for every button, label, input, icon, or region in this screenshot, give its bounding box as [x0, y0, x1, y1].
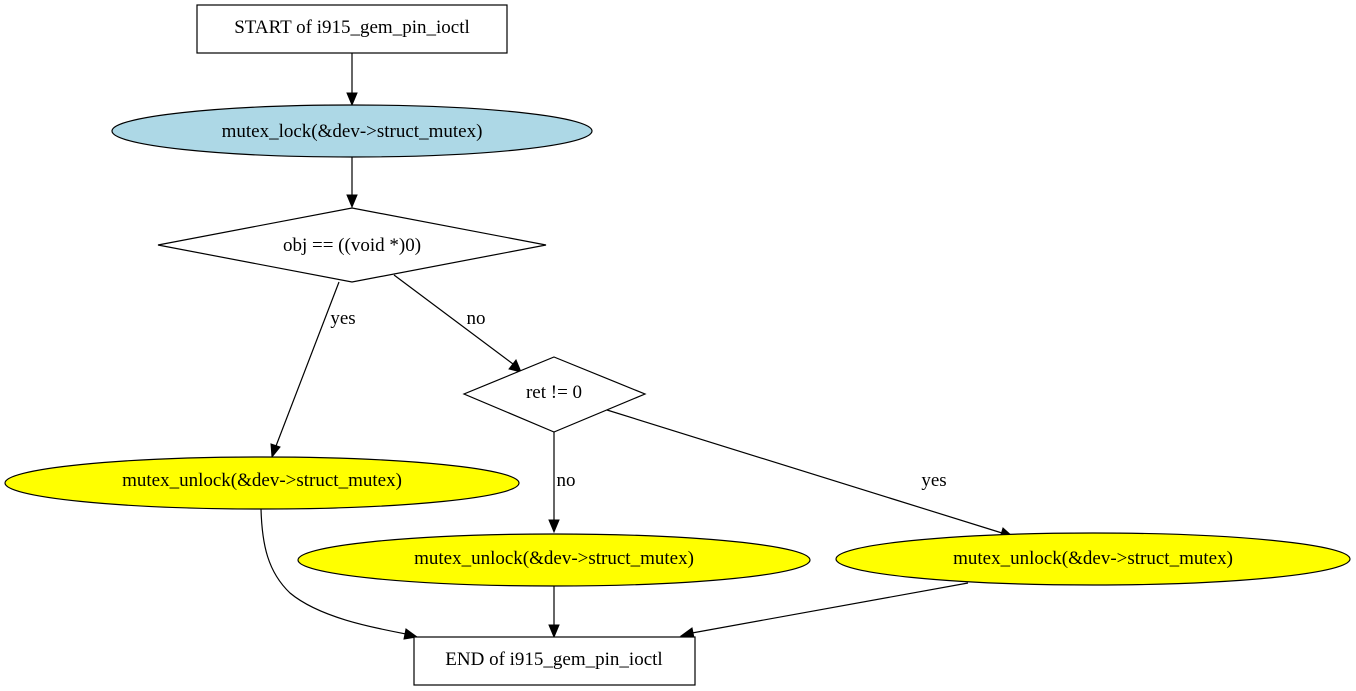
edge-condition-ret-yes: [606, 409, 1003, 534]
condition-obj-label: obj == ((void *)0): [283, 235, 421, 256]
edge-unlock-a-to-end: [260, 508, 407, 635]
unlock-a-label: mutex_unlock(&dev->struct_mutex): [122, 470, 402, 491]
condition-ret-label: ret != 0: [526, 382, 582, 403]
end-label: END of i915_gem_pin_ioctl: [445, 649, 662, 670]
arrowhead: [346, 194, 358, 209]
condition-ret-diamond: [462, 356, 647, 433]
unlock-b-ellipse: [297, 533, 811, 587]
node-end: END of i915_gem_pin_ioctl: [413, 636, 696, 686]
unlock-a-ellipse: [4, 456, 520, 510]
node-unlock-b: mutex_unlock(&dev->struct_mutex): [297, 533, 811, 587]
edge-unlock-c-to-end: [691, 582, 969, 634]
edge-labels: yes no no yes: [330, 308, 946, 491]
start-label: START of i915_gem_pin_ioctl: [234, 17, 470, 38]
edge-condition-obj-yes: [275, 281, 340, 447]
edge-label-obj-yes: yes: [330, 308, 355, 329]
arrowhead: [270, 443, 281, 459]
unlock-c-ellipse: [835, 532, 1351, 586]
arrowhead: [508, 359, 522, 373]
edge-label-ret-no: no: [557, 470, 576, 491]
edge-condition-obj-no: [393, 274, 514, 365]
edge-label-ret-yes: yes: [921, 470, 946, 491]
node-condition-obj: obj == ((void *)0): [157, 207, 547, 283]
arrowhead: [346, 92, 358, 107]
condition-obj-diamond: [157, 207, 547, 283]
unlock-b-label: mutex_unlock(&dev->struct_mutex): [414, 548, 694, 569]
edge-label-obj-no: no: [467, 308, 486, 329]
unlock-c-label: mutex_unlock(&dev->struct_mutex): [953, 548, 1233, 569]
mutex-lock-ellipse: [111, 104, 593, 158]
node-unlock-c: mutex_unlock(&dev->struct_mutex): [835, 532, 1351, 586]
node-start: START of i915_gem_pin_ioctl: [196, 4, 508, 54]
node-mutex-lock: mutex_lock(&dev->struct_mutex): [111, 104, 593, 158]
start-box: [196, 4, 508, 54]
arrowhead: [548, 519, 560, 534]
end-box: [413, 636, 696, 686]
mutex-lock-label: mutex_lock(&dev->struct_mutex): [222, 121, 483, 142]
arrowhead: [548, 624, 560, 639]
node-unlock-a: mutex_unlock(&dev->struct_mutex): [4, 456, 520, 510]
node-condition-ret: ret != 0: [462, 356, 647, 433]
